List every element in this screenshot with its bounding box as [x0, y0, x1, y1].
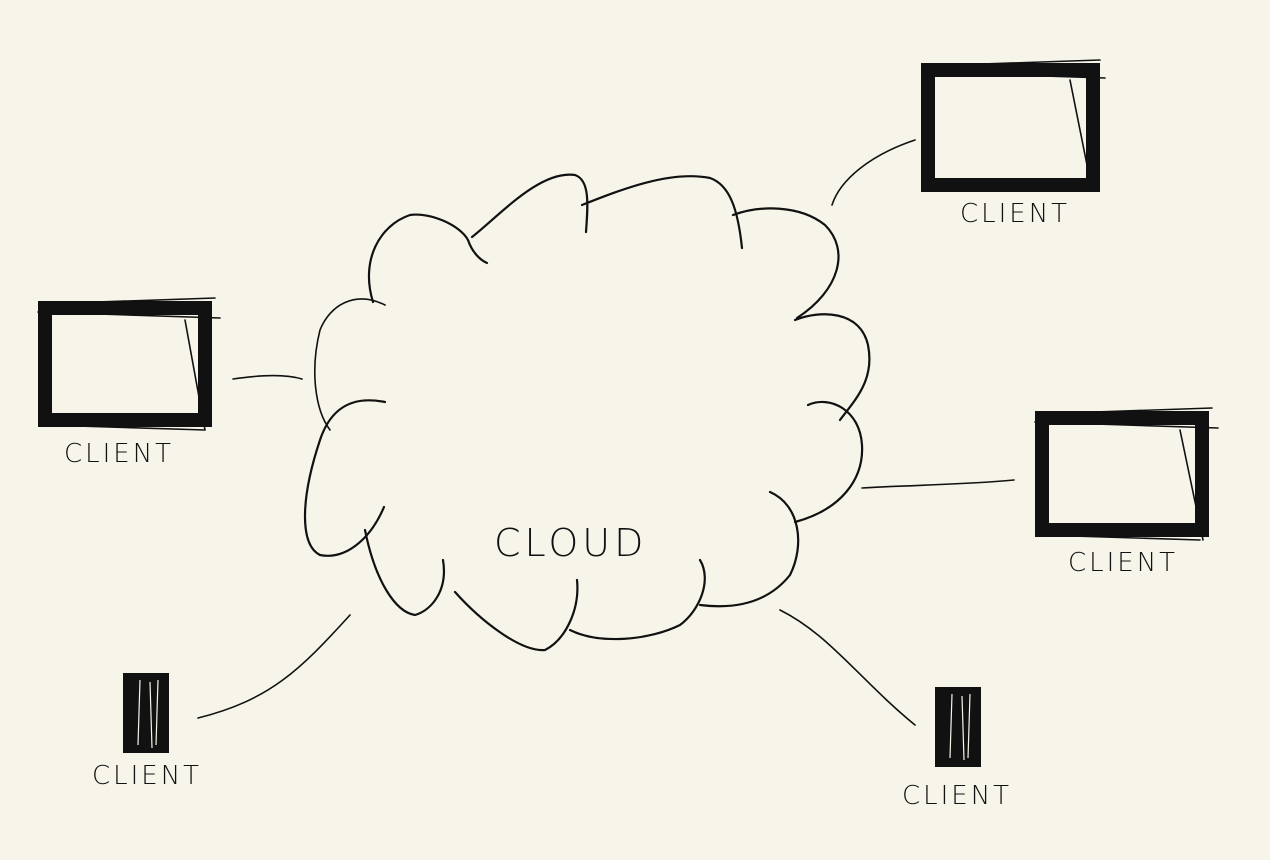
- monitor-icon: [921, 59, 1106, 192]
- monitor-icon: [1034, 407, 1219, 541]
- connection-line-bottom-right: [779, 609, 916, 726]
- connection-line-right: [861, 479, 1015, 489]
- client-label: CLIENT: [64, 439, 174, 469]
- client-bottom-left[interactable]: CLIENT: [92, 673, 202, 791]
- connection-line-left: [232, 374, 303, 380]
- client-top-right[interactable]: CLIENT: [921, 59, 1106, 229]
- monitor-icon: [37, 297, 221, 431]
- client-label: CLIENT: [960, 199, 1070, 229]
- cloud-shape: CLOUD: [303, 173, 871, 652]
- client-bottom-right[interactable]: CLIENT: [902, 687, 1012, 811]
- client-label: CLIENT: [92, 761, 202, 791]
- connection-line-top-right: [831, 139, 916, 206]
- tower-icon: [935, 687, 981, 767]
- client-label: CLIENT: [1068, 548, 1178, 578]
- tower-icon: [123, 673, 169, 753]
- cloud-label: CLOUD: [494, 521, 647, 565]
- client-right[interactable]: CLIENT: [1034, 407, 1219, 578]
- client-label: CLIENT: [902, 781, 1012, 811]
- client-left[interactable]: CLIENT: [37, 297, 221, 469]
- connection-line-bottom-left: [197, 614, 351, 719]
